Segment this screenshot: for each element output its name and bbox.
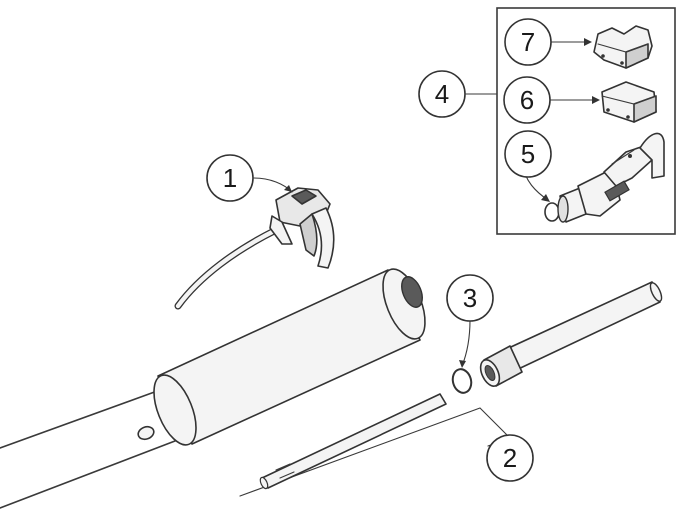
callout-3: 3	[446, 274, 494, 322]
callout-6-label: 6	[520, 85, 534, 115]
callout-5-label: 5	[521, 139, 535, 169]
part-6-cap	[601, 81, 657, 123]
part-7-cap	[593, 25, 653, 69]
part-3-o-ring	[451, 368, 473, 394]
callout-7: 7	[504, 18, 552, 66]
callout-1: 1	[206, 154, 254, 202]
callout-7-label: 7	[521, 27, 535, 57]
callout-5: 5	[504, 130, 552, 178]
callout-2-label: 2	[503, 443, 517, 473]
callout-6: 6	[503, 76, 551, 124]
main-cylinder	[0, 268, 426, 509]
callout-3-label: 3	[463, 283, 477, 313]
callout-4: 4	[418, 70, 466, 118]
callout-4-label: 4	[435, 79, 449, 109]
part-1-clip	[174, 187, 335, 310]
part-5-elbow-connector	[544, 132, 665, 223]
callout-1-label: 1	[223, 163, 237, 193]
part-2-rod-assembly	[239, 281, 663, 497]
callout-2: 2	[486, 434, 534, 482]
